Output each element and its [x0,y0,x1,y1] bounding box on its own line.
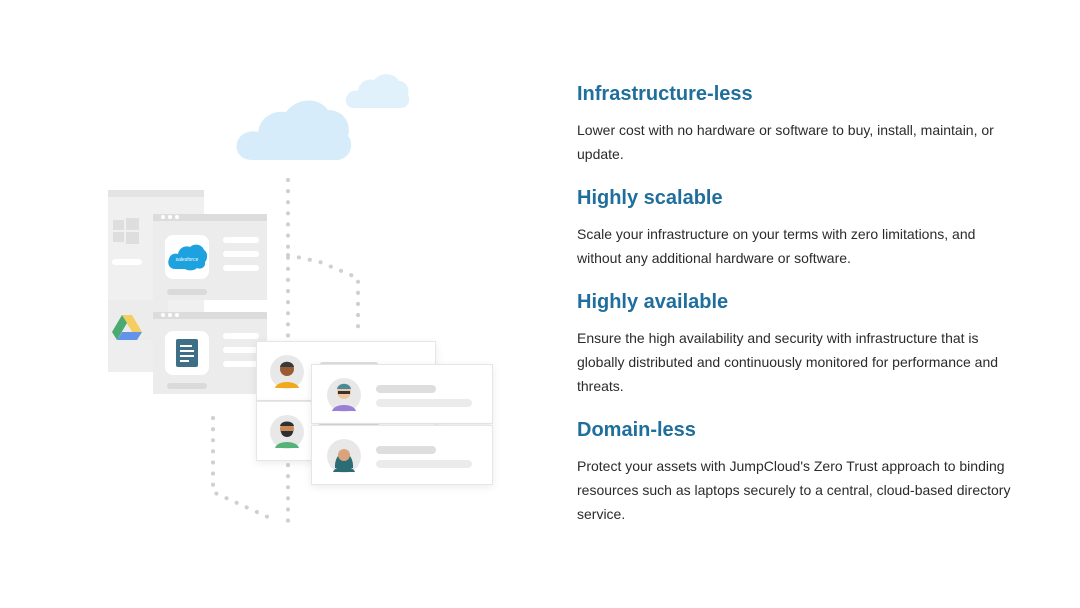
feature-title: Infrastructure-less [577,83,753,105]
user-avatar-icon [327,439,361,473]
salesforce-badge: salesforce [165,235,209,279]
feature-title: Highly available [577,291,729,313]
features-list: Infrastructure-less Lower cost with no h… [577,80,1017,544]
user-card [311,425,493,485]
cloud-directory-illustration: salesforce [108,74,493,524]
feature-infrastructure-less: Infrastructure-less Lower cost with no h… [577,80,1017,166]
cloud-icon [236,100,352,160]
salesforce-logo-text: salesforce [176,257,199,263]
user-avatar-icon [327,378,361,412]
feature-description: Scale your infrastructure on your terms … [577,226,976,266]
document-app-window [153,312,267,394]
feature-description: Ensure the high availability and securit… [577,330,999,394]
small-cloud-icon [345,74,410,108]
salesforce-icon: salesforce [168,244,207,271]
google-drive-icon [112,315,142,340]
dotted-connectors [211,178,360,524]
windows-icon [113,218,139,244]
feature-title: Highly scalable [577,187,723,209]
user-avatar-icon [270,355,304,389]
feature-description: Lower cost with no hardware or software … [577,122,994,162]
feature-domain-less: Domain-less Protect your assets with Jum… [577,416,1017,526]
feature-description: Protect your assets with JumpCloud's Zer… [577,458,1011,522]
feature-highly-scalable: Highly scalable Scale your infrastructur… [577,184,1017,270]
feature-highly-available: Highly available Ensure the high availab… [577,288,1017,398]
salesforce-app-window: salesforce [153,214,267,300]
user-card [311,364,493,424]
document-icon [176,339,198,367]
feature-title: Domain-less [577,419,696,441]
user-avatar-icon [270,415,304,449]
document-badge [165,331,209,375]
